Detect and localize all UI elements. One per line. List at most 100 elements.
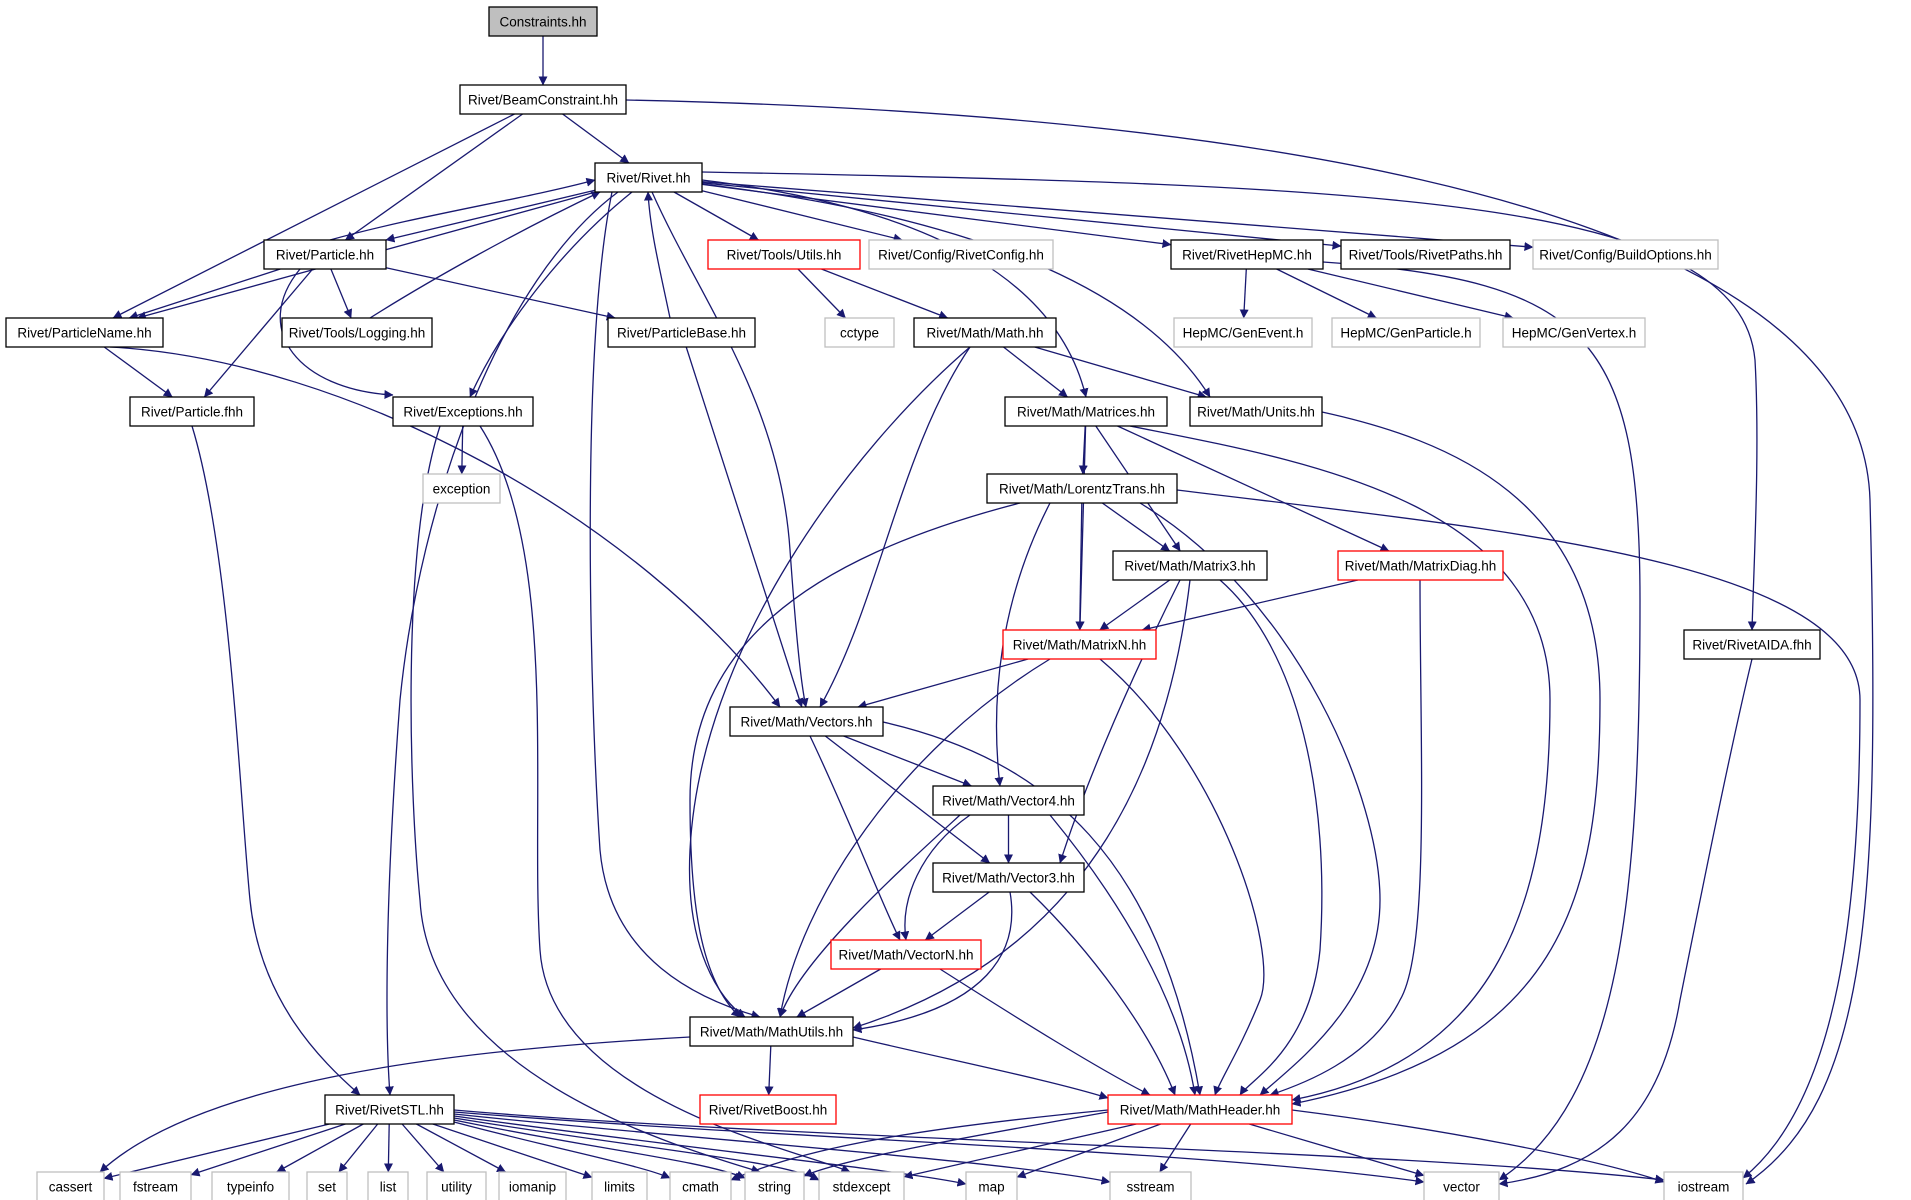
edge-n3-to-n9 [128,268,281,320]
graph-node[interactable]: Rivet/Tools/RivetPaths.hh [1340,239,1511,270]
node-box [965,1171,1018,1200]
node-box [830,939,982,970]
node-label: Rivet/Tools/Utils.hh [727,248,842,263]
edge-n2-to-n26 [701,171,1758,631]
edge-n1-to-n3 [345,113,523,241]
edge-n10-to-n2 [369,191,601,319]
node-label: Rivet/Config/RivetConfig.hh [878,248,1044,263]
graph-node[interactable]: Rivet/Exceptions.hh [392,396,534,427]
graph-node: cmath [669,1171,732,1200]
edge-n13-to-n31 [688,346,971,1018]
graph-node[interactable]: Rivet/Math/Matrices.hh [1004,396,1168,427]
graph-node[interactable]: Rivet/Particle.fhh [129,396,255,427]
graph-node[interactable]: Rivet/Particle.hh [263,239,387,270]
graph-node[interactable]: Rivet/Math/Matrix3.hh [1112,550,1268,581]
edge-n31-to-n34 [852,1036,1109,1100]
graph-node[interactable]: Rivet/Rivet.hh [594,162,703,193]
graph-node[interactable]: Rivet/Math/Vectors.hh [729,706,884,737]
node-box [422,473,501,504]
graph-node[interactable]: Rivet/RivetAIDA.fhh [1683,629,1821,660]
graph-node[interactable]: Rivet/Math/MathUtils.hh [689,1016,854,1047]
edge-n33-to-n49 [453,1109,1665,1184]
edge-n2-to-n27 [651,191,809,708]
node-box [1004,396,1168,427]
graph-node: HepMC/GenParticle.h [1331,317,1481,348]
node-label: limits [604,1180,635,1195]
edge-n33-to-n42 [432,1123,593,1179]
node-box [986,473,1178,504]
edge-n26-to-n48 [1498,658,1753,1188]
graph-node[interactable]: Rivet/Math/VectorN.hh [830,939,982,970]
graph-node[interactable]: Rivet/ParticleBase.hh [607,317,756,348]
graph-node[interactable]: Rivet/Math/Units.hh [1189,396,1323,427]
edge-n33-to-n46 [453,1115,967,1187]
graph-node[interactable]: Rivet/RivetSTL.hh [324,1094,455,1125]
edge-n2-to-n7 [701,182,1342,250]
node-label: Rivet/Math/MathHeader.hh [1120,1103,1281,1118]
edge-n25-to-n31 [777,658,1051,1018]
node-label: stdexcept [833,1180,891,1195]
edge-n4-to-n13 [821,268,949,320]
edge-n2-to-n5 [701,190,903,243]
node-box [1002,629,1157,660]
node-box [488,6,598,37]
node-label: cmath [682,1180,719,1195]
graph-node[interactable]: Rivet/Math/LorentzTrans.hh [986,473,1178,504]
graph-node[interactable]: Constraints.hh [488,6,598,37]
edge-n33-to-n40 [401,1123,445,1173]
node-label: list [380,1180,397,1195]
graph-node[interactable]: Rivet/Math/Vector4.hh [932,785,1085,816]
graph-node: sstream [1109,1171,1192,1200]
edge-n34-to-n43 [730,1109,1109,1181]
graph-node: utility [426,1171,487,1200]
node-label: Rivet/BeamConstraint.hh [468,93,618,108]
edge-n25-to-n27 [857,658,1029,710]
edge-n11-to-n2 [643,191,671,319]
edge-n34-to-n44 [803,1111,1109,1177]
node-box [607,317,756,348]
edge-n6-to-n48 [1322,261,1641,1181]
edge-n29-to-n34 [1029,891,1177,1096]
graph-node[interactable]: Rivet/ParticleName.hh [5,317,164,348]
edge-n24-to-n34 [1269,579,1423,1097]
node-box [818,1171,905,1200]
graph-node: set [306,1171,348,1200]
graph-node[interactable]: Rivet/RivetHepMC.hh [1170,239,1324,270]
graph-node[interactable]: Rivet/Math/MathHeader.hh [1107,1094,1293,1125]
graph-node[interactable]: Rivet/Math/Math.hh [913,317,1057,348]
edge-n1-to-n2 [562,113,630,164]
edge-n3-to-n11 [385,267,616,321]
node-box [129,396,255,427]
graph-node: HepMC/GenVertex.h [1502,317,1646,348]
graph-node[interactable]: Rivet/Math/Vector3.hh [932,862,1085,893]
node-box [119,1171,192,1200]
graph-node[interactable]: Rivet/BeamConstraint.hh [459,84,627,115]
edge-n2-to-n33 [384,191,619,1096]
edge-n34-to-n46 [1016,1123,1161,1179]
node-label: utility [441,1180,472,1195]
edge-n25-to-n34 [1099,658,1265,1096]
edge-n20-to-n34 [1291,411,1601,1107]
edge-n6-to-n14 [1239,268,1249,319]
node-label: string [758,1180,791,1195]
node-label: Rivet/ParticleName.hh [17,326,151,341]
edge-n34-to-n48 [1249,1123,1425,1178]
node-box [868,239,1054,270]
node-label: Rivet/Math/Matrices.hh [1017,405,1155,420]
graph-node[interactable]: Rivet/Math/MatrixDiag.hh [1337,550,1504,581]
node-box [367,1171,409,1200]
graph-node[interactable]: Rivet/Tools/Utils.hh [707,239,861,270]
graph-node[interactable]: Rivet/Math/MatrixN.hh [1002,629,1157,660]
node-label: Rivet/Particle.hh [276,248,374,263]
node-box [5,317,164,348]
edge-n13-to-n19 [1003,346,1068,398]
graph-node[interactable]: Rivet/Tools/Logging.hh [281,317,433,348]
edge-n23-to-n25 [1099,579,1171,631]
node-label: Rivet/Math/Vectors.hh [740,715,872,730]
edge-n33-to-n37 [276,1123,364,1173]
edge-n4-to-n12 [797,268,846,319]
graph-node[interactable]: Rivet/RivetBoost.hh [699,1094,837,1125]
edge-n22-to-n25 [1075,502,1085,631]
edge-n3-to-n18 [279,268,394,400]
node-label: Rivet/ParticleBase.hh [617,326,746,341]
